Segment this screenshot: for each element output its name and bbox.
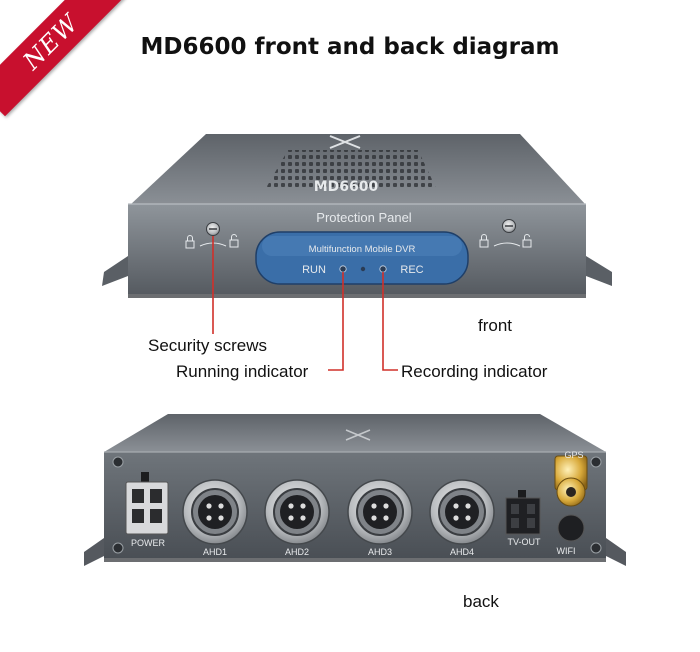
ahd3-connector — [347, 479, 413, 545]
front-vent-grille — [266, 150, 436, 188]
callout-line-running — [328, 272, 344, 371]
display-title: Multifunction Mobile DVR — [309, 244, 416, 255]
power-connector — [125, 472, 169, 535]
ahd3-port-label: AHD3 — [368, 547, 392, 557]
lock-glyphs-right — [479, 234, 532, 248]
callout-lines — [212, 236, 398, 371]
front-device: MD6600 Protection Panel Multifunction Mo… — [102, 134, 612, 298]
front-model-text: MD6600 — [314, 179, 379, 195]
ahd2-port-label: AHD2 — [285, 547, 309, 557]
back-screw-top-left — [112, 456, 124, 468]
back-screw-top-right — [590, 456, 602, 468]
run-led — [339, 265, 347, 273]
back-screw-bottom-right — [590, 542, 602, 554]
center-led — [360, 266, 366, 272]
rec-led — [379, 265, 387, 273]
back-caption: back — [463, 592, 499, 611]
ahd1-connector — [182, 479, 248, 545]
front-right-flange — [586, 256, 612, 286]
ahd1-port-label: AHD1 — [203, 547, 227, 557]
front-x-logo — [329, 135, 361, 149]
wifi-connector — [557, 514, 585, 542]
ahd4-port-label: AHD4 — [450, 547, 474, 557]
power-port-label: POWER — [131, 538, 166, 548]
callout-line-recording — [382, 272, 398, 371]
gps-connector — [554, 455, 588, 507]
callout-security-screws: Security screws — [148, 336, 268, 355]
front-left-flange — [102, 256, 128, 286]
back-right-flange — [606, 538, 626, 566]
tvout-port-label: TV-OUT — [508, 537, 542, 547]
dvr-display-window — [255, 231, 469, 285]
page-title: MD6600 front and back diagram — [140, 34, 560, 60]
ahd2-connector — [264, 479, 330, 545]
back-x-logo — [345, 429, 371, 441]
back-left-flange — [84, 538, 104, 566]
run-label: RUN — [302, 264, 326, 276]
callout-recording-indicator: Recording indicator — [401, 362, 548, 381]
callout-running-indicator: Running indicator — [176, 362, 309, 381]
front-caption: front — [478, 316, 513, 335]
rec-label: REC — [400, 264, 423, 276]
ahd4-connector — [429, 479, 495, 545]
back-device: POWER — [84, 414, 626, 566]
protection-panel-label: Protection Panel — [316, 210, 412, 225]
back-screw-bottom-left — [112, 542, 124, 554]
wifi-port-label: WIFI — [557, 546, 576, 556]
gps-port-label: GPS — [564, 450, 583, 460]
tvout-connector — [505, 490, 541, 535]
